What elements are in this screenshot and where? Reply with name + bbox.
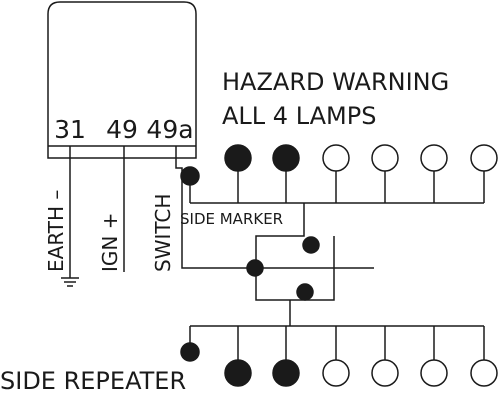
bottom-lamp-3 [322, 359, 350, 387]
top-side-marker-lamp [180, 166, 200, 186]
top-lamp-2 [272, 144, 300, 172]
bottom-lamp-2 [272, 359, 300, 387]
top-lamp-4 [371, 144, 399, 172]
side-repeater-label: SIDE REPEATER [0, 367, 186, 395]
bottom-side-marker-lamp [180, 342, 200, 362]
terminal-49-label: 49 [106, 115, 138, 144]
bottom-lamp-4 [371, 359, 399, 387]
side-marker-label: SIDE MARKER [180, 210, 283, 228]
top-lamp-6 [470, 144, 498, 172]
hazard-switch-upper-contact [302, 236, 320, 254]
hazard-switch-common-contact [246, 259, 264, 277]
switch-wire [175, 146, 374, 269]
ign-wire-label: IGN + [98, 213, 122, 272]
all-4-lamps-title: ALL 4 LAMPS [222, 102, 376, 130]
top-lamp-3 [322, 144, 350, 172]
top-lamp-5 [420, 144, 448, 172]
terminal-31-label: 31 [54, 115, 86, 144]
switch-wire-label: SWITCH [151, 194, 175, 272]
bottom-lamp-5 [420, 359, 448, 387]
terminal-49a-label: 49a [146, 115, 193, 144]
earth-wire-label: EARTH – [44, 190, 68, 272]
bottom-lamp-6 [470, 359, 498, 387]
flasher-unit-body [47, 1, 197, 159]
top-lamp-1 [224, 144, 252, 172]
bottom-lamp-1 [224, 359, 252, 387]
hazard-switch-lower-contact [296, 283, 314, 301]
hazard-warning-title: HAZARD WARNING [222, 68, 449, 96]
